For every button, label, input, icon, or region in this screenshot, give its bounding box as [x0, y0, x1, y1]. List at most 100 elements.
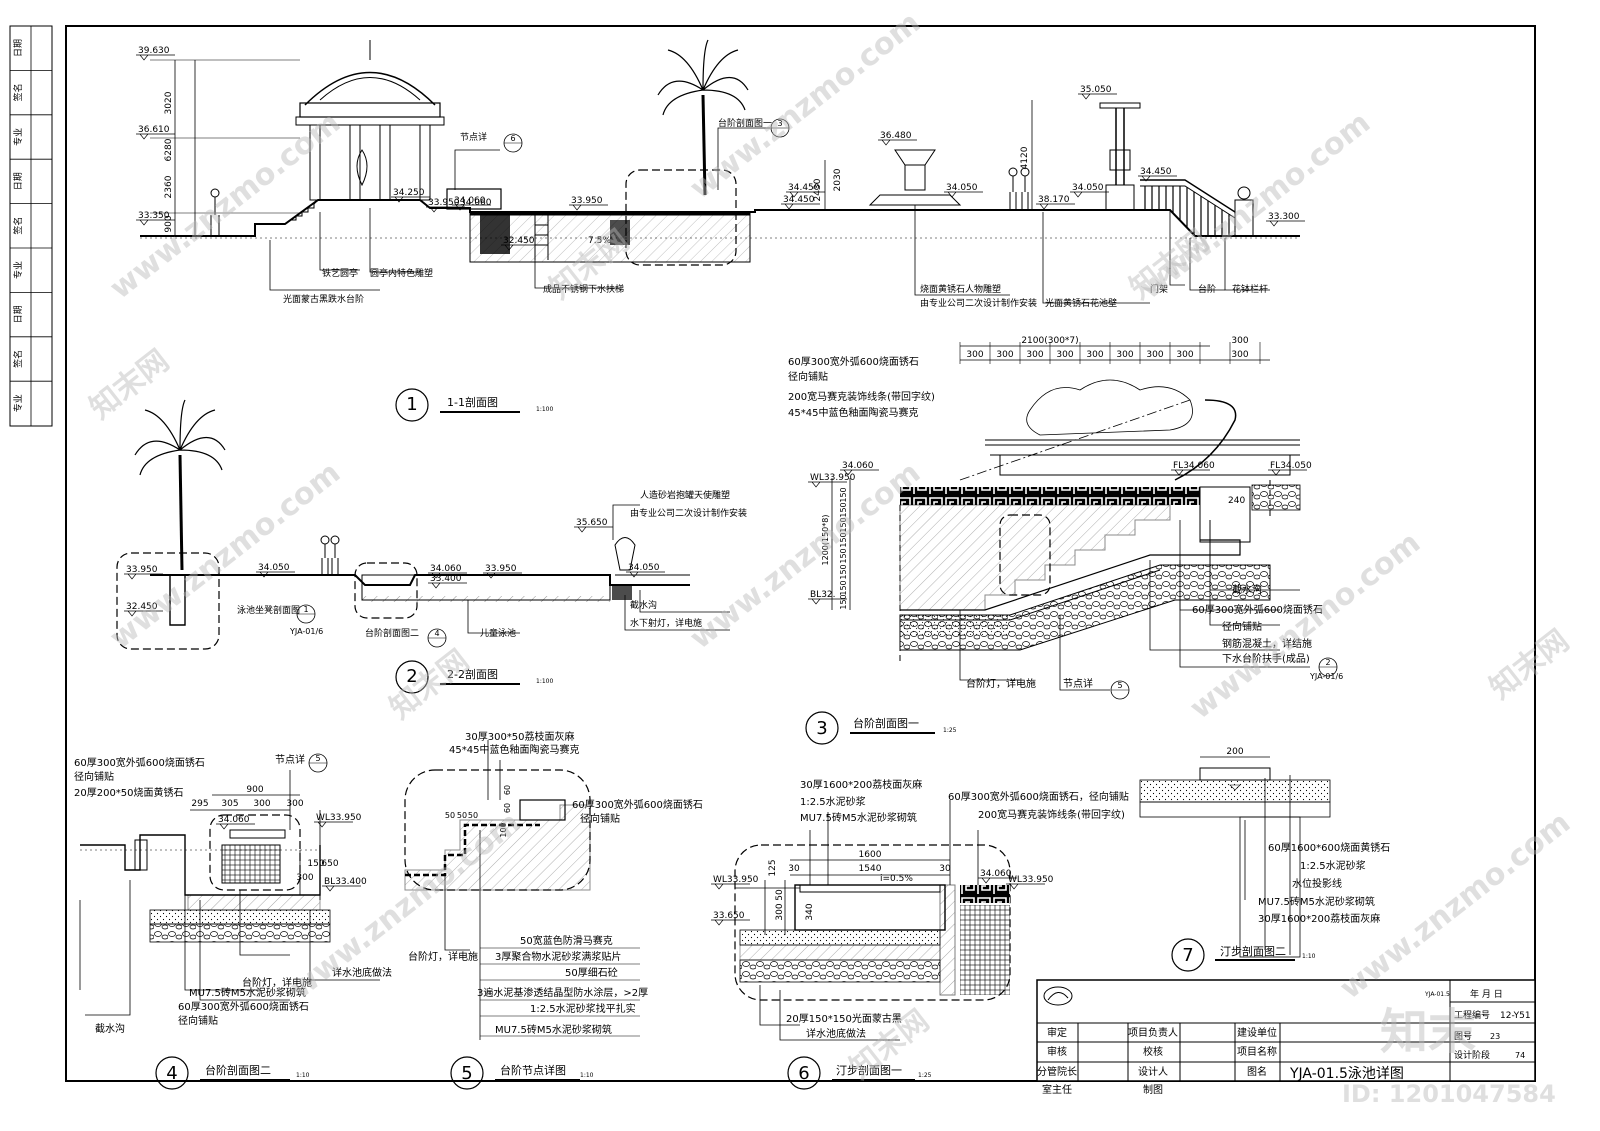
- section-number: 5: [461, 1063, 472, 1084]
- section-annotation: 水下射灯，详电施: [630, 617, 702, 629]
- elevation-value: 34.050: [946, 183, 978, 193]
- detail-reference-number: 5: [1117, 681, 1122, 690]
- sheet-number: 23: [1490, 1032, 1500, 1041]
- dimension-value: 300: [1086, 350, 1103, 360]
- elevation-value: 33.350: [138, 211, 170, 221]
- elevation-marker: [483, 572, 522, 579]
- dimension-value: 1600: [859, 850, 882, 860]
- section-annotation: 60厚300宽外弧600烧面锈石: [74, 756, 205, 769]
- elevation-value: 33.300: [1268, 212, 1300, 222]
- dimension-value: 300: [1146, 350, 1163, 360]
- elevation-value: WL33.950: [713, 875, 759, 885]
- elevation-marker: [1036, 203, 1075, 210]
- title-block-cell: 审核: [1047, 1045, 1067, 1058]
- dimension-value: 300: [1231, 336, 1248, 346]
- section-scale: 1:25: [918, 1072, 932, 1079]
- section-5-step-node-detail: [404, 740, 640, 1090]
- dimension-value: 100: [499, 822, 508, 837]
- section-annotation: 60厚300宽外弧600烧面锈石: [572, 798, 703, 811]
- elevation-marker: [136, 219, 175, 226]
- dimension-value: 6280: [164, 138, 174, 161]
- section-annotation: 60厚1600*600烧面黄锈石: [1268, 841, 1390, 854]
- dimension-value: 305: [221, 799, 238, 809]
- slope-value: i=0.5%: [880, 874, 913, 884]
- section-annotation: 60厚300宽外弧600烧面锈石: [1192, 603, 1323, 616]
- section-scale: 1:10: [296, 1072, 310, 1079]
- dimension-value: 125: [768, 859, 778, 876]
- dimension-value: 50: [457, 811, 467, 820]
- elevation-marker: [391, 196, 430, 203]
- signature-strip-label: 日期: [13, 172, 24, 190]
- section-number: 2: [406, 666, 417, 687]
- section-annotation: 20厚200*50烧面黄锈石: [74, 786, 184, 799]
- elevation-marker: [1266, 220, 1305, 227]
- section-annotation: 60厚300宽外弧600烧面锈石: [178, 1000, 309, 1013]
- elevation-value: 34.050: [1072, 183, 1104, 193]
- dimension-value: 300: [253, 799, 270, 809]
- section-annotation: 径向铺贴: [580, 812, 620, 825]
- section-annotation: 30厚300*50荔枝面灰麻: [465, 730, 575, 743]
- dimension-value: 2360: [164, 175, 174, 198]
- dimension-value: 295: [191, 799, 208, 809]
- section-annotation: 台阶剖面图一: [718, 117, 772, 129]
- section-annotation: 水位投影线: [1292, 877, 1342, 890]
- section-annotation: 由专业公司二次设计制作安装: [630, 507, 747, 519]
- elevation-marker: [1138, 175, 1177, 182]
- elevation-value: 38.170: [1038, 195, 1070, 205]
- elevation-value: 35.650: [576, 518, 608, 528]
- detail-reference-number: 3: [777, 119, 782, 128]
- elevation-marker: [428, 582, 467, 589]
- section-annotation: 钢筋混凝土，详结施: [1222, 637, 1312, 650]
- dimension-value: 150: [839, 487, 848, 502]
- dimension-value: 340: [805, 903, 815, 920]
- section-annotation: 由专业公司二次设计制作安装: [920, 297, 1037, 309]
- watermark-url: www.znzmo.com: [683, 455, 927, 656]
- section-3-step-detail-1: [805, 342, 1310, 745]
- elevation-marker: [569, 204, 608, 211]
- section-title: 2-2剖面图: [447, 667, 498, 681]
- drawing-name: YJA-01.5泳池详图: [1289, 1066, 1404, 1082]
- elevation-value: 34.060: [842, 461, 874, 471]
- sheet-border: [65, 25, 1536, 1082]
- elevation-marker: [1171, 469, 1210, 476]
- section-title: 台阶节点详图: [500, 1063, 566, 1077]
- signature-strip-label: 专业: [12, 128, 24, 146]
- elevation-marker: [626, 571, 665, 578]
- elevation-value: 32.450: [503, 236, 535, 246]
- dimension-value: 300: [286, 799, 303, 809]
- elevation-value: 34.060: [430, 564, 462, 574]
- section-scale: 1:10: [580, 1072, 594, 1079]
- section-annotation: 详水池底做法: [806, 1027, 866, 1040]
- elevation-value: 34.450: [788, 183, 820, 193]
- palm-tree-1: [657, 39, 749, 196]
- dimension-value: 650: [321, 859, 338, 869]
- dimension-value: 2100(300*7): [1021, 336, 1078, 346]
- elevation-marker: [426, 206, 465, 213]
- sheet-total: 74: [1515, 1051, 1525, 1060]
- section-4-step-detail-2: [79, 770, 380, 1090]
- dimension-value: 150: [307, 859, 324, 869]
- elevation-value: 34.050: [628, 563, 660, 573]
- watermark-logo: 知末: [1380, 1004, 1476, 1060]
- elevation-value: 34.060: [454, 196, 486, 206]
- dimension-value: 300: [966, 350, 983, 360]
- section-annotation: 1:2.5水泥砂浆找平扎实: [530, 1002, 636, 1015]
- section-6-stepping-stone-detail-1: [734, 800, 1011, 1090]
- people-figures: [210, 167, 1030, 236]
- detail-reference-number: 5: [315, 754, 320, 763]
- elevation-value: 33.400: [430, 574, 462, 584]
- lamp-post: [1099, 102, 1141, 211]
- elevation-marker: [808, 481, 847, 488]
- section-annotation: 人造砂岩抱罐天使雕塑: [640, 489, 730, 501]
- title-block-cell: 制图: [1143, 1083, 1163, 1096]
- elevation-marker: [808, 598, 847, 605]
- section-annotation: 60厚300宽外弧600烧面锈石，径向铺贴: [948, 790, 1129, 803]
- title-block-label: 设计阶段: [1454, 1049, 1490, 1061]
- section-title: 台阶剖面图二: [205, 1063, 271, 1077]
- title-block-cell: 图名: [1247, 1065, 1267, 1078]
- elevation-marker: [452, 204, 491, 211]
- section-annotation: 20厚150*150光面蒙古黑: [786, 1012, 902, 1025]
- section-annotation: 截水沟: [630, 599, 657, 611]
- elevation-marker: [781, 203, 820, 210]
